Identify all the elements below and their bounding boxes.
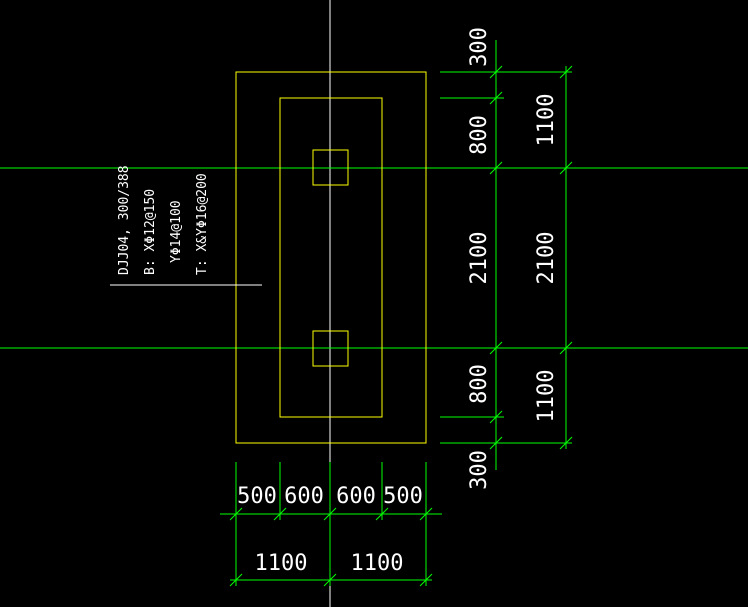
dim-text-right-inner-4: 800 xyxy=(467,364,492,404)
column-bottom xyxy=(312,330,349,367)
annotation-line-2: B: XΦ12@150 xyxy=(143,189,158,275)
dim-text-bottom-inner-3: 600 xyxy=(336,484,376,509)
dim-text-bottom-inner-4: 500 xyxy=(383,484,423,509)
tick xyxy=(229,507,243,521)
footing-outer-outline xyxy=(235,71,427,444)
dim-text-bottom-outer-2: 1100 xyxy=(351,551,404,576)
annotation-line-4: T: X&YΦ16@200 xyxy=(195,173,210,275)
tick xyxy=(559,161,573,175)
tick xyxy=(559,436,573,450)
bottom-dimension-inner: 500 600 600 500 xyxy=(220,462,442,586)
tick xyxy=(375,507,389,521)
dim-text-right-inner-3: 2100 xyxy=(467,232,492,285)
dim-text-right-inner-5: 300 xyxy=(467,450,492,490)
dim-text-bottom-outer-1: 1100 xyxy=(255,551,308,576)
right-dimension-outer: 1100 2100 1100 xyxy=(534,65,573,450)
tick xyxy=(489,91,503,105)
tick xyxy=(419,507,433,521)
tick xyxy=(489,161,503,175)
dim-text-right-outer-1: 1100 xyxy=(534,94,559,147)
tick xyxy=(489,410,503,424)
tick xyxy=(323,573,337,587)
tick xyxy=(419,573,433,587)
tick xyxy=(489,341,503,355)
dim-text-right-outer-3: 1100 xyxy=(534,370,559,423)
tick xyxy=(559,65,573,79)
dim-text-bottom-inner-1: 500 xyxy=(237,484,277,509)
dim-text-right-inner-1: 300 xyxy=(467,27,492,67)
dim-text-right-outer-2: 2100 xyxy=(534,232,559,285)
dim-text-bottom-inner-2: 600 xyxy=(284,484,324,509)
dim-text-right-inner-2: 800 xyxy=(467,115,492,155)
bottom-dimension-outer: 1100 1100 xyxy=(229,551,433,587)
tick xyxy=(489,65,503,79)
annotation-line-1: DJJ04, 300/388 xyxy=(117,165,132,275)
tick xyxy=(559,341,573,355)
tick xyxy=(323,507,337,521)
tick xyxy=(229,573,243,587)
annotation-line-3: YΦ14@100 xyxy=(169,200,184,263)
right-dimension-inner: 300 800 2100 800 300 xyxy=(440,27,572,490)
column-top xyxy=(312,149,349,186)
tick xyxy=(273,507,287,521)
footing-inner-step xyxy=(279,97,383,418)
tick xyxy=(489,436,503,450)
annotation-block: DJJ04, 300/388 B: XΦ12@150 YΦ14@100 T: X… xyxy=(117,165,210,275)
